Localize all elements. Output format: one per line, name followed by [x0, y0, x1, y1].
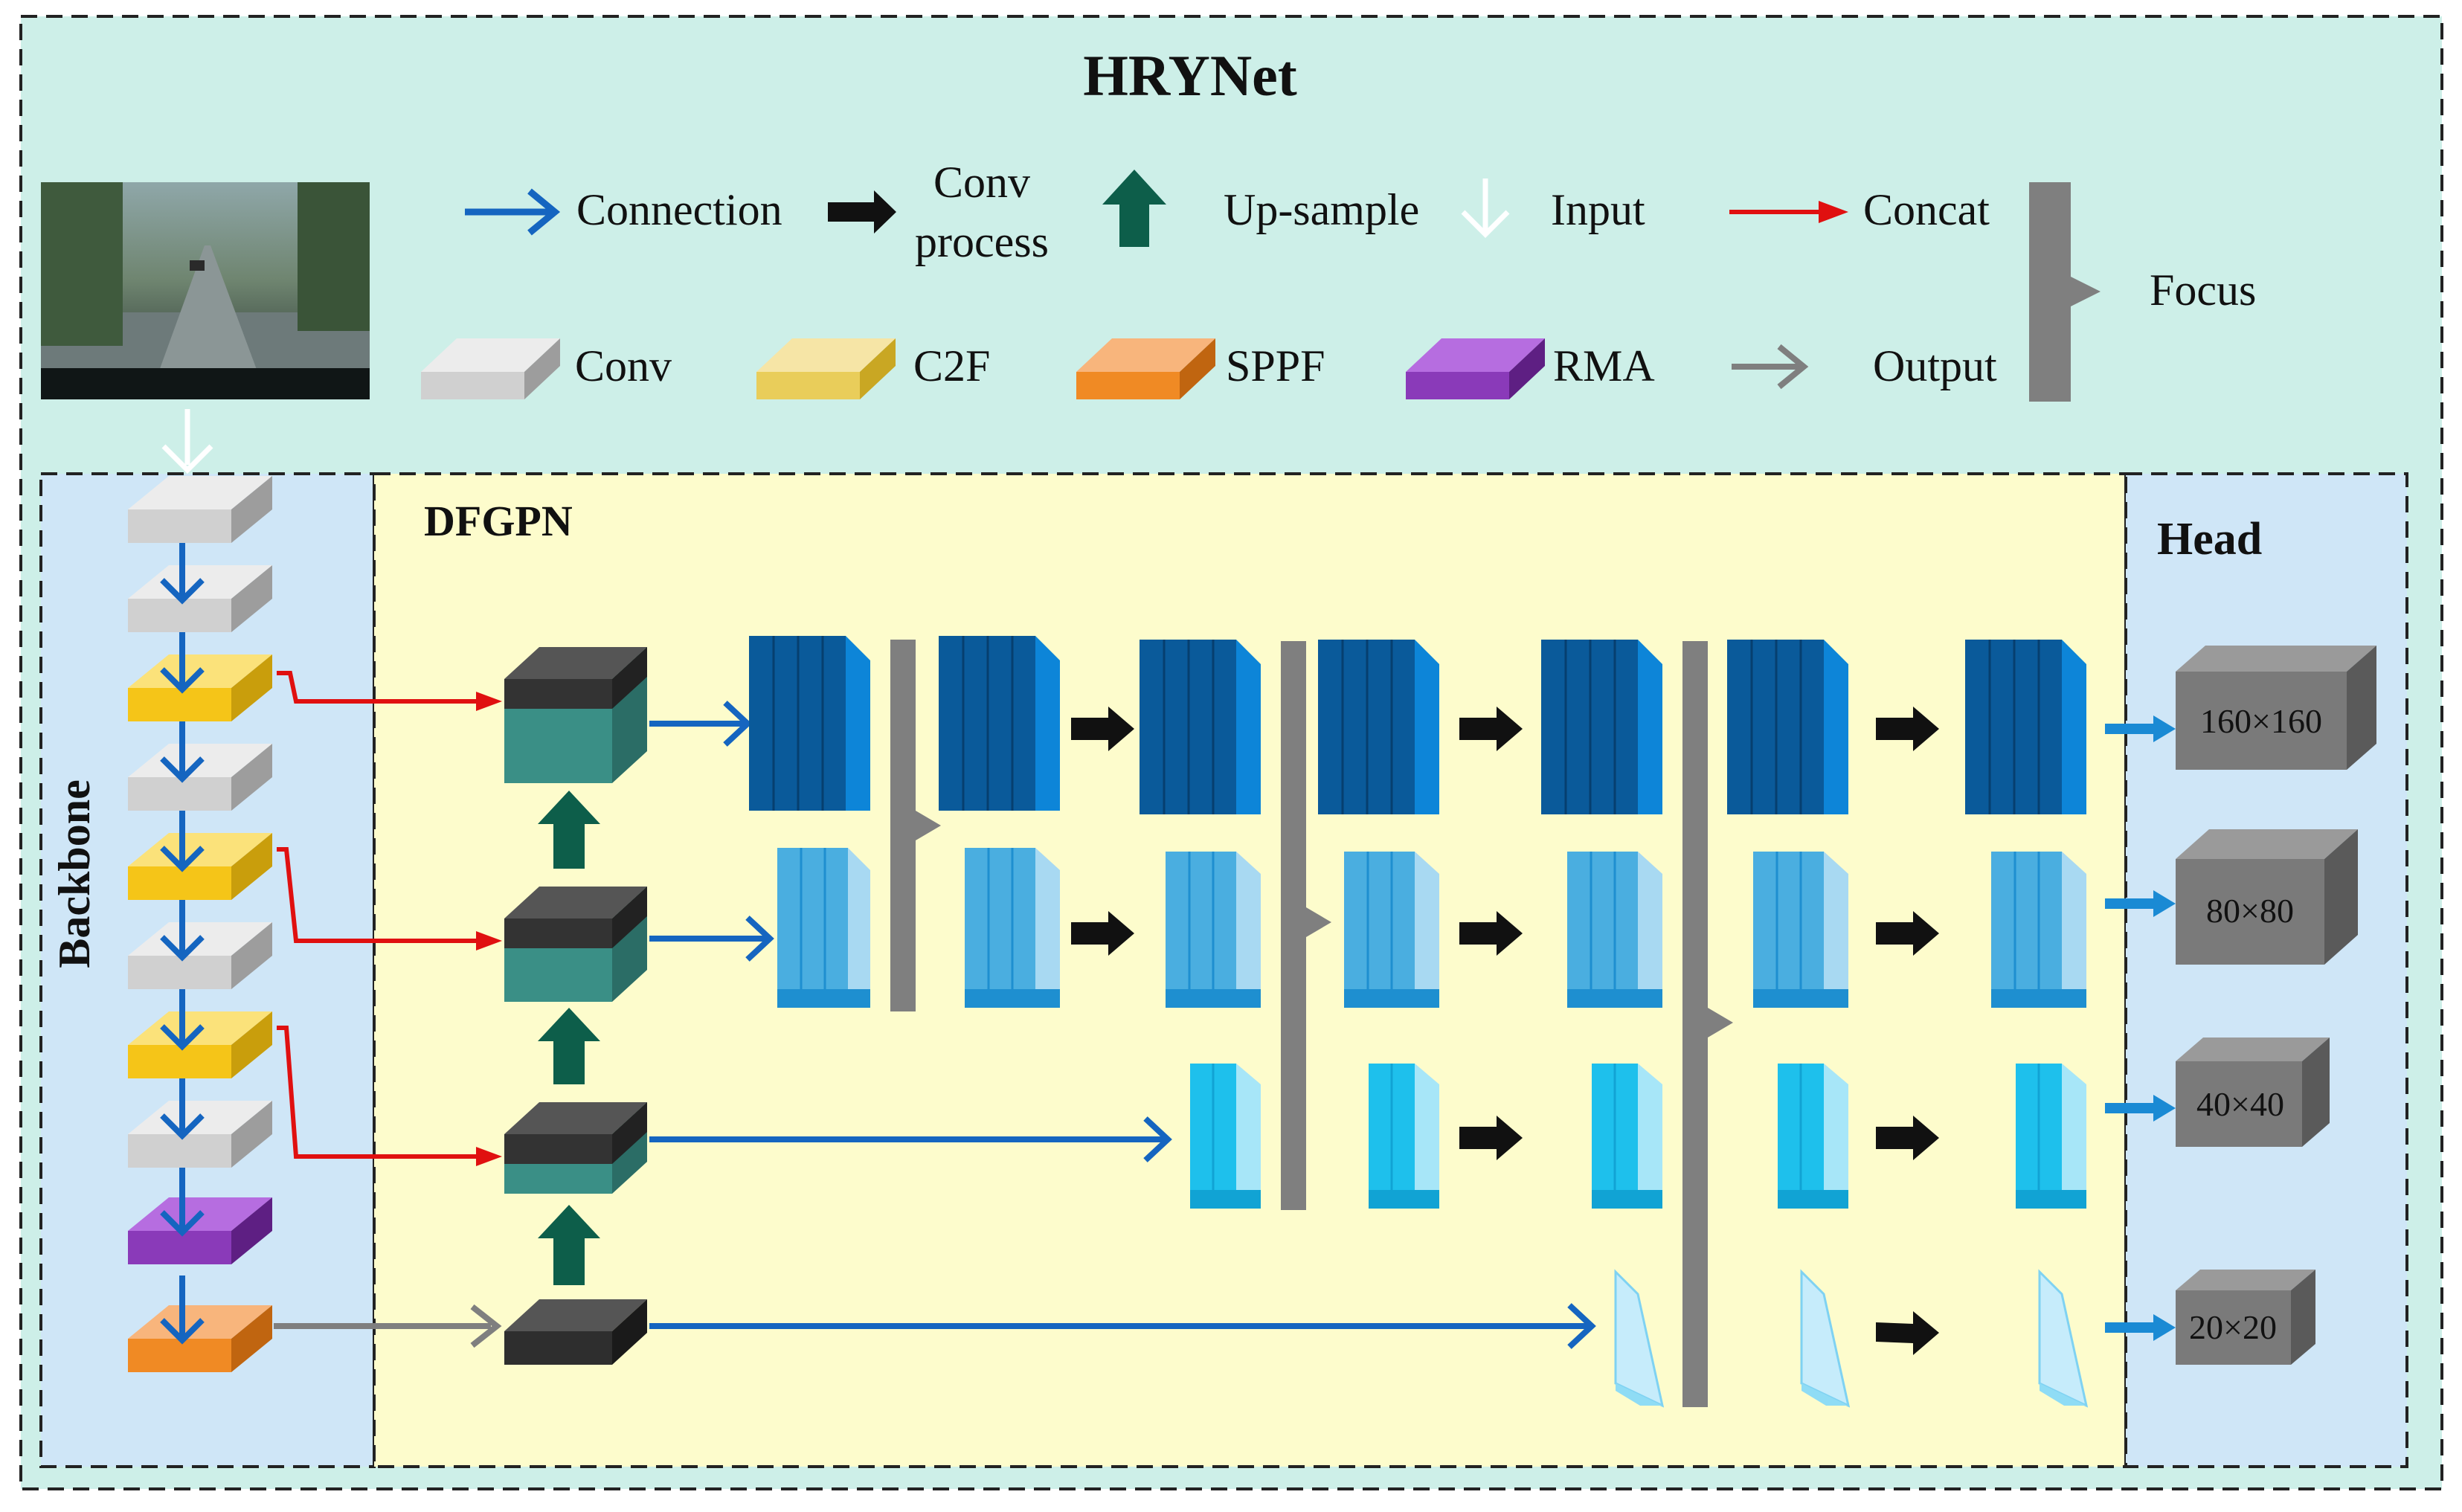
row3-block-1	[1190, 1064, 1261, 1209]
legend-conv-label: Conv	[575, 341, 672, 390]
fusion-connection-arrows	[649, 701, 1596, 1349]
focus-bar-3	[1682, 641, 1733, 1407]
row1-block-3	[1140, 640, 1261, 814]
diagram-title: HRYNet	[1083, 43, 1297, 108]
fusion-block-2	[504, 887, 647, 1002]
row1-block-7	[1965, 640, 2086, 814]
backbone-panel	[39, 472, 376, 1468]
head-output-160-label: 160×160	[2200, 702, 2322, 740]
focus-bar-1	[890, 640, 941, 1011]
input-arrow	[161, 409, 213, 474]
sppf-output-arrow	[274, 1304, 502, 1348]
head-output-40	[2176, 1038, 2330, 1147]
legend-conv-process-line2: process	[915, 217, 1049, 266]
legend-concat-label: Concat	[1863, 185, 1990, 234]
legend-connection-label: Connection	[576, 185, 782, 234]
row2-block-6	[1753, 852, 1848, 1008]
row4-block-3	[2038, 1269, 2089, 1408]
legend-connection-arrow	[465, 188, 561, 236]
fusion-block-1	[504, 647, 647, 783]
conv-process-arrows	[1071, 707, 1939, 1355]
concat-arrowheads	[476, 692, 502, 1166]
dfgpn-label: DFGPN	[424, 497, 573, 545]
legend-output-label: Output	[1873, 341, 1997, 390]
row1-block-1	[749, 636, 870, 811]
row2-block-5	[1567, 852, 1662, 1008]
backbone-conv-block-1	[128, 476, 272, 543]
row3-block-2	[1369, 1064, 1439, 1209]
legend-sppf-label: SPPF	[1226, 341, 1325, 390]
row1-block-2	[939, 636, 1060, 811]
row1-block-6	[1727, 640, 1848, 814]
legend-sppf-block	[1076, 338, 1215, 399]
legend-rma-block	[1406, 338, 1545, 399]
legend-conv-process-line1: Conv	[933, 158, 1030, 207]
legend-input-label: Input	[1551, 185, 1645, 234]
row2-block-2	[965, 848, 1060, 1008]
head-connection-arrows	[2105, 715, 2176, 1341]
head-output-160	[2176, 646, 2376, 770]
legend-input-arrow	[1461, 178, 1510, 238]
legend-c2f-label: C2F	[913, 341, 990, 390]
legend-concat-arrow	[1729, 201, 1848, 223]
concat-lines	[277, 671, 491, 1159]
input-road-image	[41, 182, 370, 399]
legend-focus-symbol	[2029, 182, 2101, 402]
row2-block-1	[777, 848, 870, 1008]
legend-output-arrow	[1732, 344, 1809, 390]
head-output-40-label: 40×40	[2196, 1085, 2284, 1123]
row3-block-5	[2016, 1064, 2086, 1209]
backbone-c2f-block-1	[128, 654, 272, 721]
head-output-20-label: 20×20	[2189, 1308, 2277, 1346]
legend-rma-label: RMA	[1553, 341, 1655, 390]
fusion-block-3	[504, 1102, 647, 1194]
backbone-label: Backbone	[50, 779, 99, 968]
row1-block-5	[1541, 640, 1662, 814]
head-output-80-label: 80×80	[2206, 892, 2294, 930]
row4-block-2	[1800, 1269, 1851, 1408]
row1-block-4	[1318, 640, 1439, 814]
head-output-80	[2176, 829, 2358, 965]
row3-block-4	[1778, 1064, 1848, 1209]
legend-c2f-block	[756, 338, 896, 399]
row2-block-4	[1344, 852, 1439, 1008]
row2-block-3	[1166, 852, 1261, 1008]
focus-dark-block	[504, 1299, 647, 1365]
row2-block-7	[1991, 852, 2086, 1008]
focus-bar-2	[1281, 641, 1331, 1210]
backbone-connection-arrows	[160, 543, 205, 1345]
row3-block-3	[1592, 1064, 1662, 1209]
head-output-20	[2176, 1270, 2315, 1365]
head-label: Head	[2157, 514, 2262, 564]
upsample-arrows	[538, 791, 600, 1285]
row4-block-1	[1614, 1269, 1665, 1408]
legend-conv-block	[421, 338, 560, 399]
legend-upsample-arrow	[1102, 170, 1166, 247]
legend-upsample-label: Up-sample	[1224, 185, 1419, 234]
legend-focus-label: Focus	[2150, 266, 2256, 315]
legend-conv-process-arrow	[828, 190, 896, 234]
